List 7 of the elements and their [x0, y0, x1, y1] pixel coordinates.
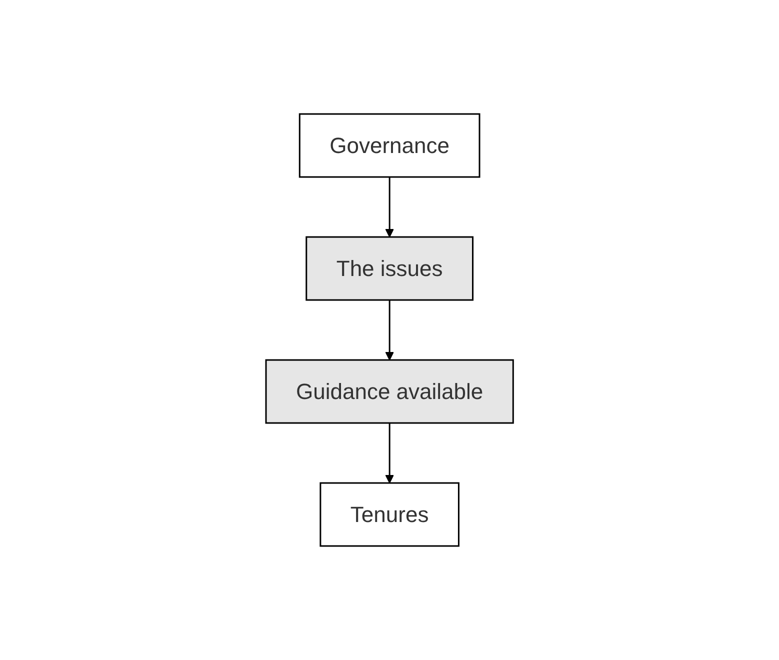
arrow [385, 423, 394, 484]
node-box: The issues [306, 236, 474, 301]
arrow [385, 177, 394, 238]
node-box: Governance [298, 113, 480, 178]
node-box: Tenures [320, 482, 460, 547]
node-box: Guidance available [265, 359, 514, 424]
arrow [385, 300, 394, 360]
